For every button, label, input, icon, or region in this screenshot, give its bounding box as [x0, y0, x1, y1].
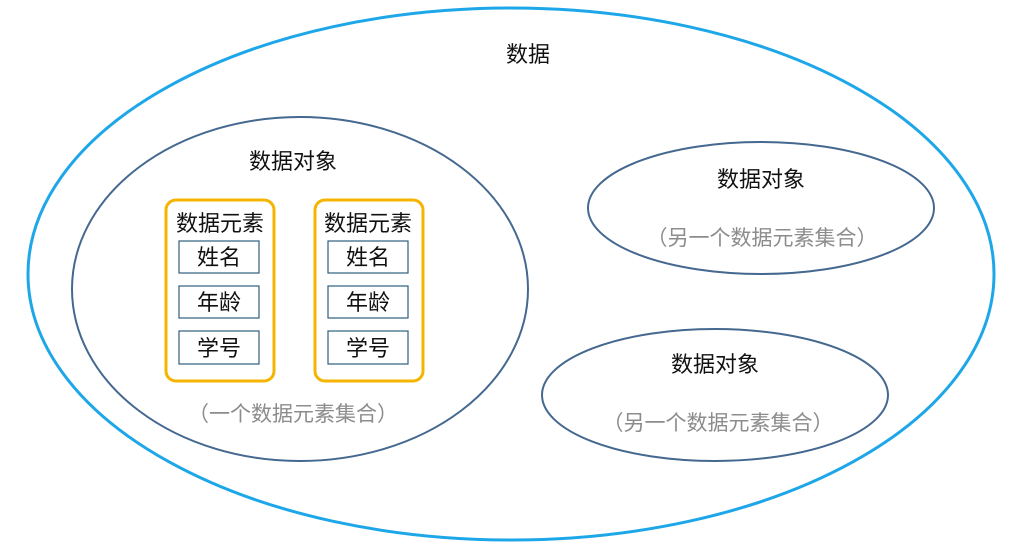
data-object-right-top-ellipse	[587, 141, 935, 275]
data-object-main-ellipse	[71, 116, 529, 462]
data-object-main-label: 数据对象	[249, 150, 337, 175]
field-name: 姓名	[197, 246, 241, 271]
field-student-id: 学号	[197, 337, 241, 362]
data-element-1-label: 数据元素	[176, 212, 264, 237]
data-element-1-box	[164, 198, 276, 383]
field-student-id: 学号	[346, 337, 390, 362]
data-element-2-box	[313, 198, 425, 383]
field-box	[327, 330, 409, 365]
field-name: 姓名	[346, 246, 390, 271]
data-object-right-bottom-ellipse	[541, 328, 889, 462]
data-element-2-label: 数据元素	[324, 212, 412, 237]
field-box	[178, 240, 260, 274]
data-object-right-top-subtitle: （另一个数据元素集合）	[647, 226, 878, 250]
data-object-main-subtitle: （一个数据元素集合）	[188, 402, 398, 426]
data-element-1: 数据元素 姓名 年龄 学号	[164, 198, 276, 383]
field-age: 年龄	[346, 291, 390, 316]
data-object-right-bottom-subtitle: （另一个数据元素集合）	[603, 411, 834, 435]
field-box	[327, 285, 409, 319]
data-object-right-top-label: 数据对象	[717, 168, 805, 193]
field-age: 年龄	[197, 291, 241, 316]
field-box	[178, 285, 260, 319]
field-box	[327, 240, 409, 274]
data-object-right-bottom-label: 数据对象	[671, 353, 759, 378]
data-element-2: 数据元素 姓名 年龄 学号	[313, 198, 425, 383]
field-box	[178, 330, 260, 365]
data-label: 数据	[506, 43, 550, 68]
data-outer-ellipse	[26, 6, 996, 542]
